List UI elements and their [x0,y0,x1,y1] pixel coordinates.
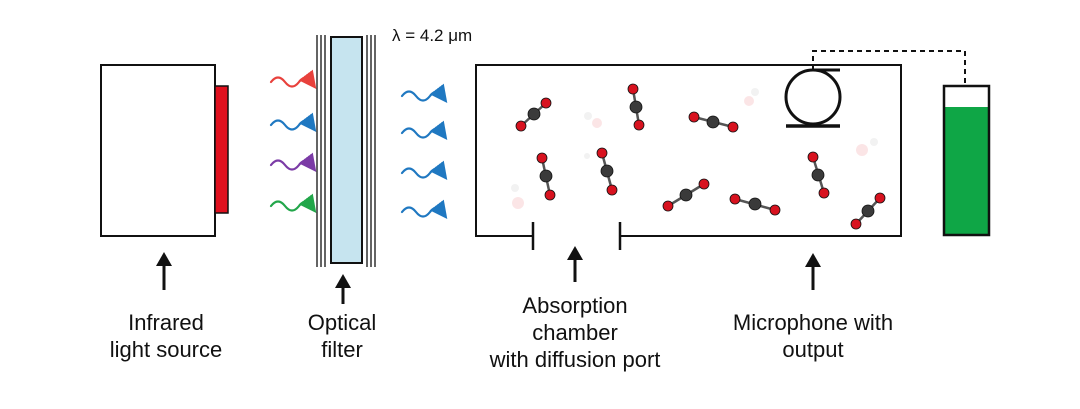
co2-molecule [596,147,618,196]
co2-molecule [627,83,645,131]
co2-molecule [688,111,739,133]
infrared-source [100,64,229,237]
label-line: chamber [532,320,618,345]
faint-molecules [511,88,878,209]
wavelength-label: λ = 4.2 μm [392,26,473,45]
absorption-chamber [475,64,902,250]
chamber-wall [475,64,902,237]
label-optical-filter: Optical filter [308,309,376,363]
wave-purple [269,152,317,173]
co2-molecules [515,83,886,230]
filter-glass [330,36,363,264]
co2-molecule [850,192,886,230]
co2-molecule [807,151,830,199]
filtered-waves [400,83,448,220]
label-line: with diffusion port [489,347,661,372]
source-emitter [214,85,229,214]
co2-molecule [729,193,781,216]
meter-fill [944,107,989,235]
label-infrared-source: Infrared light source [110,309,223,363]
source-housing [100,64,216,237]
wave-green [269,193,317,214]
label-absorption-chamber: Absorption chamber with diffusion port [490,292,661,373]
output-meter [942,84,991,237]
incoming-waves [269,69,317,214]
co2-molecule [515,97,552,132]
label-line: Optical [307,310,377,335]
co2-molecule [536,152,556,201]
label-line: Microphone with [732,310,894,335]
label-line: filter [321,337,363,362]
label-microphone: Microphone with output [733,309,893,363]
label-line: Absorption [522,293,628,318]
meter-frame [942,84,991,237]
microphone-icon [784,68,842,128]
label-line: Infrared [128,310,204,335]
wave-red [269,69,317,90]
arrow-source [156,252,172,290]
arrow-chamber [567,246,583,282]
label-arrows [156,246,821,304]
optical-filter [316,35,376,267]
label-line: output [782,337,844,362]
arrow-filter [335,274,351,304]
wave-blue [269,112,317,133]
co2-molecule [662,178,710,212]
output-connection [812,50,966,84]
arrow-microphone [805,253,821,290]
label-line: light source [109,337,223,362]
